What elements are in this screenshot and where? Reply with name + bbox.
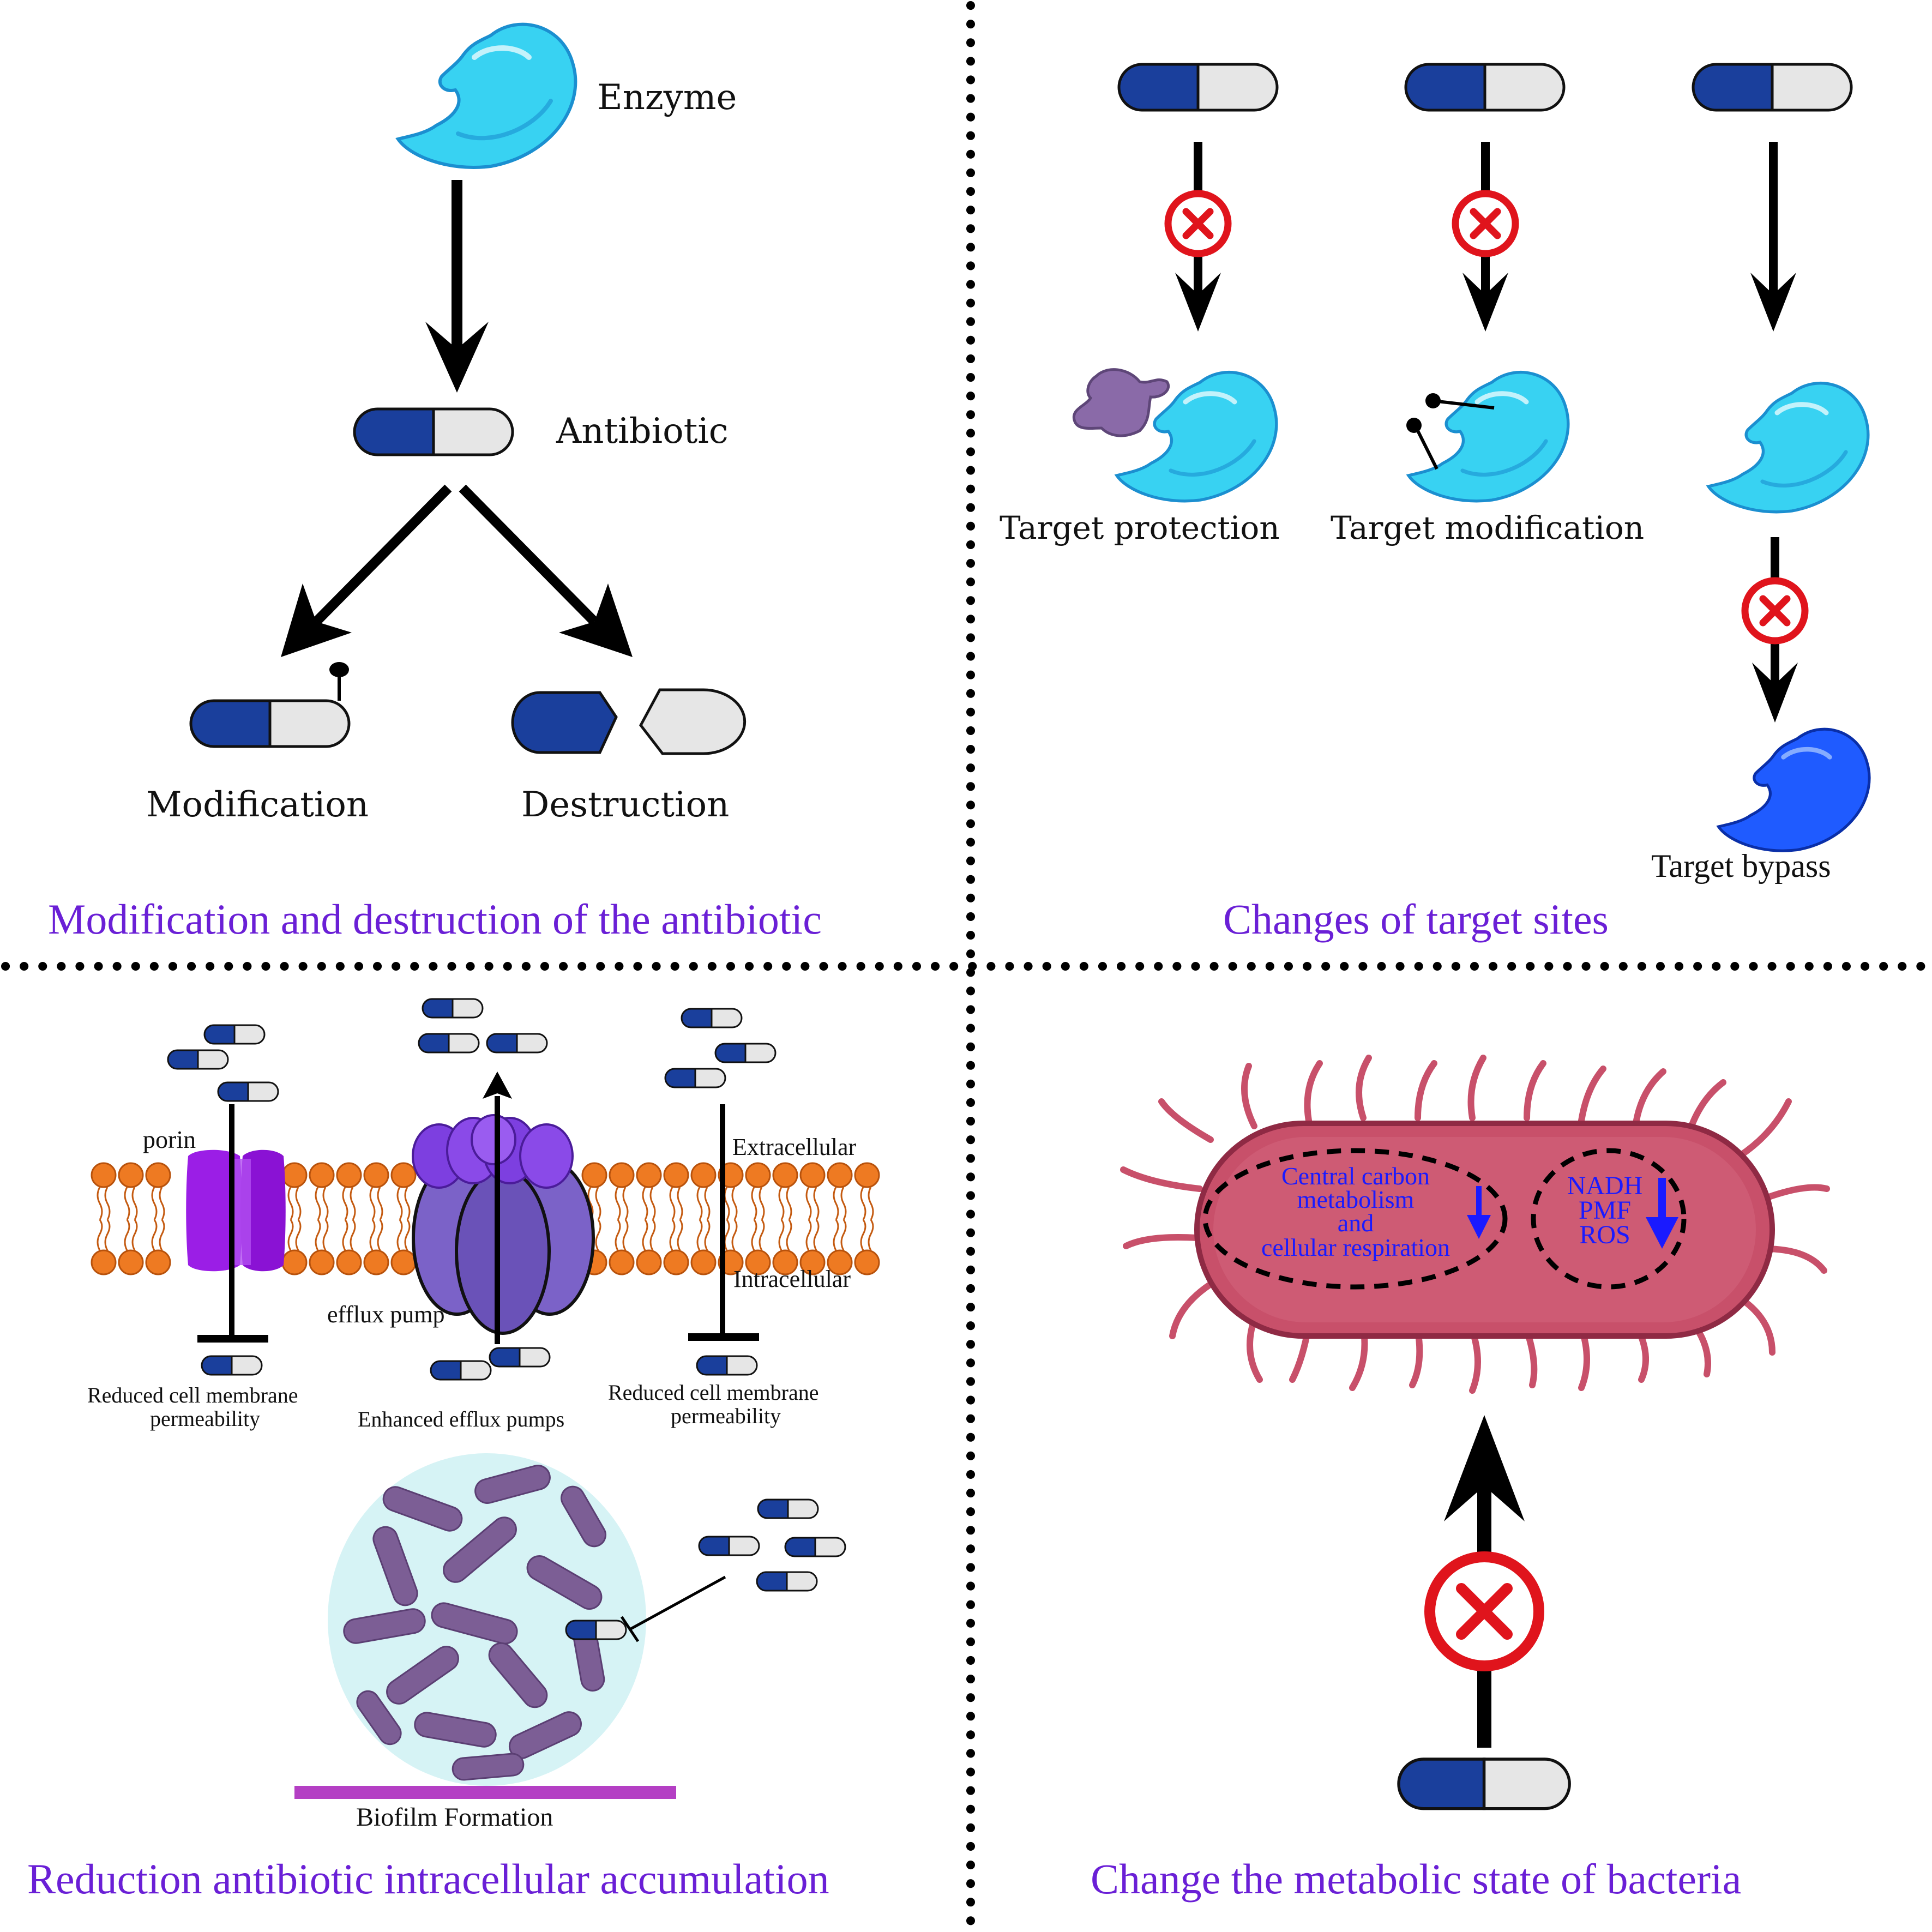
antibiotic-capsule-icon	[714, 1043, 777, 1063]
reduced-left-line1: Reduced cell membrane	[87, 1383, 298, 1407]
antibiotic-capsule-icon	[696, 1355, 758, 1376]
antibiotic-capsule-icon	[757, 1498, 819, 1519]
enhanced-efflux-label: Enhanced efflux pumps	[358, 1407, 564, 1431]
panel-title: Reduction antibiotic intracellular accum…	[27, 1855, 829, 1903]
antibiotic-capsule-icon	[784, 1537, 846, 1557]
enzyme-bypass-icon	[1719, 729, 1870, 851]
block-icon	[1424, 1551, 1544, 1671]
pmf-label: PMF	[1579, 1196, 1631, 1225]
decrease-arrow-icon	[1646, 1178, 1678, 1249]
antibiotic-label: Antibiotic	[556, 411, 729, 452]
antibiotic-capsule-icon	[565, 1620, 627, 1640]
arrow-icon	[425, 180, 489, 393]
biofilm-icon	[294, 1453, 676, 1799]
reduced-right-line1: Reduced cell membrane	[608, 1380, 818, 1405]
arrow-left-icon	[281, 484, 452, 657]
antibiotic-capsule-icon	[1693, 64, 1851, 110]
panel-modification-destruction: Enzyme Antibiotic Modification Destructi…	[48, 25, 822, 943]
antibiotic-capsule-icon	[1399, 1759, 1569, 1809]
carbon-line3: and	[1338, 1209, 1374, 1237]
biofilm-inhibition-line	[620, 1575, 726, 1642]
antibiotic-capsule-icon	[203, 1024, 266, 1045]
efflux-pump-label: efflux pump	[327, 1301, 445, 1328]
panel-title: Modification and destruction of the anti…	[48, 895, 822, 943]
antibiotic-capsule-icon	[698, 1536, 760, 1556]
antibiotic-capsule-icon	[418, 1033, 480, 1054]
porin-icon	[186, 1149, 286, 1272]
nadh-label: NADH	[1567, 1171, 1643, 1200]
carbon-line1: Central carbon	[1281, 1162, 1430, 1190]
panel-title: Changes of target sites	[1223, 895, 1609, 943]
antibiotic-capsule-icon	[486, 1033, 548, 1054]
antibiotic-capsule-icon	[681, 1008, 743, 1028]
antibiotic-capsule-icon	[756, 1571, 818, 1592]
panel-title: Change the metabolic state of bacteria	[1091, 1855, 1741, 1903]
panel-metabolic-state: Central carbon metabolism and cellular r…	[1091, 1055, 1830, 1903]
panel-target-sites: Target protection Target modification	[1000, 64, 1869, 943]
decrease-arrow-icon	[1467, 1186, 1491, 1239]
antibiotic-capsule-icon	[1119, 64, 1277, 110]
intracellular-label: Intracellular	[733, 1266, 851, 1292]
antibiotic-capsule-icon	[664, 1068, 726, 1088]
carbon-metabolism-region	[1202, 1148, 1508, 1290]
antibiotic-capsule-icon	[167, 1049, 229, 1070]
antibiotic-capsule-icon	[201, 1355, 263, 1376]
block-icon	[1745, 581, 1805, 641]
block-icon	[1168, 194, 1228, 254]
biofilm-label: Biofilm Formation	[356, 1803, 553, 1832]
target-bypass-label: Target bypass	[1651, 848, 1831, 884]
modification-group-icon	[1406, 393, 1495, 470]
reduced-left-line2: permeability	[150, 1406, 260, 1431]
enzyme-label: Enzyme	[597, 77, 737, 118]
efflux-pump-icon	[412, 1114, 595, 1335]
arrow-right-icon	[459, 484, 633, 657]
modification-label: Modification	[146, 785, 369, 825]
destroyed-capsule-icon	[511, 688, 747, 755]
antibiotic-capsule-icon	[430, 1360, 492, 1381]
target-modification-label: Target modification	[1331, 509, 1644, 546]
bacterium-icon	[1120, 1055, 1830, 1394]
carbon-line2: metabolism	[1297, 1185, 1415, 1213]
antibiotic-capsule-icon	[354, 409, 513, 455]
arrow-icon	[1750, 142, 1796, 332]
block-icon	[1455, 194, 1515, 254]
extracellular-label: Extracellular	[732, 1134, 857, 1160]
antibiotic-capsule-icon	[422, 998, 484, 1019]
antibiotic-capsule-icon	[489, 1347, 551, 1368]
antibiotic-capsule-icon	[217, 1081, 279, 1102]
modified-capsule-icon	[191, 662, 349, 747]
nadh-region	[1531, 1148, 1687, 1290]
enzyme-icon	[398, 25, 575, 167]
destruction-label: Destruction	[521, 785, 729, 825]
reduced-right-line2: permeability	[671, 1404, 781, 1428]
porin-label: porin	[143, 1126, 196, 1153]
carbon-line4: cellular respiration	[1261, 1233, 1450, 1261]
panel-reduced-accumulation: porin Reduced cell membrane permeability…	[27, 998, 880, 1903]
protection-protein-icon	[1072, 368, 1170, 437]
enzyme-icon	[1409, 372, 1568, 501]
enzyme-icon	[1708, 383, 1868, 512]
antibiotic-capsule-icon	[1406, 64, 1564, 110]
ros-label: ROS	[1579, 1220, 1630, 1249]
efflux-arrow-icon	[483, 1072, 512, 1344]
inhibition-bar-right	[688, 1104, 759, 1341]
inhibition-bar-left	[197, 1104, 268, 1343]
target-protection-label: Target protection	[1000, 509, 1280, 546]
